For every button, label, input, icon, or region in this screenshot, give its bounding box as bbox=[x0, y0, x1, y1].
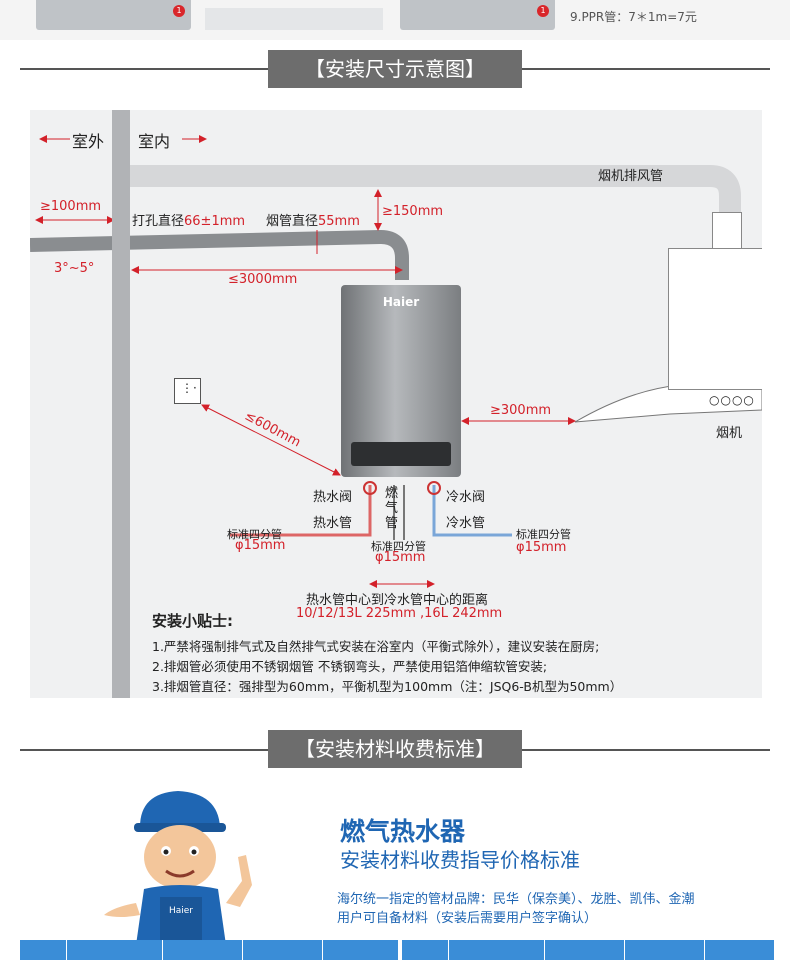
fitting-thumbnail-left: 1 bbox=[36, 0, 191, 30]
dist-3000-label: ≤3000mm bbox=[228, 272, 298, 287]
tip-item: 3.排烟管直径：强排型为60mm，平衡机型为100mm（注：JSQ6-B机型为5… bbox=[152, 679, 623, 694]
hood-label: 烟机 bbox=[716, 426, 743, 441]
std-pipe-left-label: 标准四分管 bbox=[227, 528, 282, 541]
dist-300-label: ≥300mm bbox=[490, 403, 552, 418]
phi-right-label: φ15mm bbox=[516, 540, 567, 555]
gas-pipe bbox=[393, 485, 405, 540]
gas-pipe-label: 燃气管 bbox=[385, 486, 399, 531]
marker-icon: 1 bbox=[537, 5, 549, 17]
fee-brands-note: 海尔统一指定的管材品牌：民华（保奈美）、龙胜、凯伟、金潮 bbox=[337, 892, 695, 907]
tip-item: 1.严禁将强制排气式及自然排气式安装在浴室内（平衡式除外），建议安装在厨房; bbox=[152, 639, 600, 654]
fee-title: 燃气热水器 bbox=[340, 817, 466, 846]
section-title-install-fee: 【安装材料收费标准】 bbox=[268, 730, 522, 768]
hot-pipe-label: 热水管 bbox=[313, 516, 353, 531]
phi-left-label: φ15mm bbox=[235, 538, 286, 553]
tips-title: 安装小贴士: bbox=[152, 612, 233, 630]
installer-mascot: Haier bbox=[104, 791, 252, 945]
cold-pipe-label: 冷水管 bbox=[446, 516, 486, 531]
outdoor-label: 室外 bbox=[72, 132, 105, 151]
wall bbox=[112, 110, 130, 698]
price-table-header-right bbox=[402, 940, 774, 960]
mascot-brand: Haier bbox=[169, 906, 193, 916]
tip-item: 2.排烟管必须使用不锈钢烟管 不锈钢弯头，严禁使用铝箔伸缩软管安装; bbox=[152, 659, 548, 674]
hot-water-pipe bbox=[230, 485, 372, 537]
thumbnail-caption-bar bbox=[205, 8, 383, 30]
power-outlet-icon: ⋮· bbox=[174, 378, 201, 404]
flue-diameter-label: 烟管直径55mm bbox=[266, 214, 360, 229]
dist-100-label: ≥100mm bbox=[40, 199, 102, 214]
hot-valve-label: 热水阀 bbox=[313, 490, 353, 505]
hole-diameter-label: 打孔直径66±1mm bbox=[132, 214, 246, 229]
cold-water-pipe bbox=[432, 485, 512, 537]
fee-self-supply-note: 用户可自备材料（安装后需要用户签字确认） bbox=[337, 911, 598, 926]
hood-canopy bbox=[574, 384, 762, 423]
flue-pipe bbox=[30, 229, 409, 280]
water-heater: Haier bbox=[341, 285, 461, 477]
cold-valve-label: 冷水阀 bbox=[446, 490, 486, 505]
fitting-thumbnail-right: 1 bbox=[400, 0, 555, 30]
price-table-header-left bbox=[20, 940, 398, 960]
std-pipe-right-label: 标准四分管 bbox=[516, 528, 571, 541]
center-distance-label: 热水管中心到冷水管中心的距离 bbox=[306, 593, 489, 608]
ppr-pipe-note: 9.PPR管：7＊1m=7元 bbox=[570, 10, 697, 24]
control-panel bbox=[351, 442, 451, 466]
slope-angle-label: 3°~5° bbox=[54, 261, 95, 276]
center-distance-values: 10/12/13L 225mm ,16L 242mm bbox=[296, 606, 503, 621]
hood-chimney bbox=[712, 212, 742, 250]
install-diagram: ○○○○ 室外 室内 烟机排风管 ≥100mm 打孔直径66±1mm 烟管直径5… bbox=[30, 110, 762, 698]
std-pipe-mid-label: 标准四分管 bbox=[371, 540, 426, 553]
marker-icon: 1 bbox=[173, 5, 185, 17]
range-hood: ○○○○ bbox=[668, 248, 762, 407]
fee-subtitle: 安装材料收费指导价格标准 bbox=[340, 848, 580, 872]
phi-mid-label: φ15mm bbox=[375, 550, 426, 565]
dist-150-label: ≥150mm bbox=[382, 204, 444, 219]
indoor-label: 室内 bbox=[138, 132, 171, 151]
section-title-install-size: 【安装尺寸示意图】 bbox=[268, 50, 522, 88]
diagram-graphics bbox=[30, 135, 762, 588]
exhaust-pipe-label: 烟机排风管 bbox=[598, 169, 664, 184]
brand-logo: Haier bbox=[382, 295, 420, 309]
hood-buttons-icon: ○○○○ bbox=[709, 393, 755, 407]
exhaust-duct bbox=[120, 165, 741, 214]
